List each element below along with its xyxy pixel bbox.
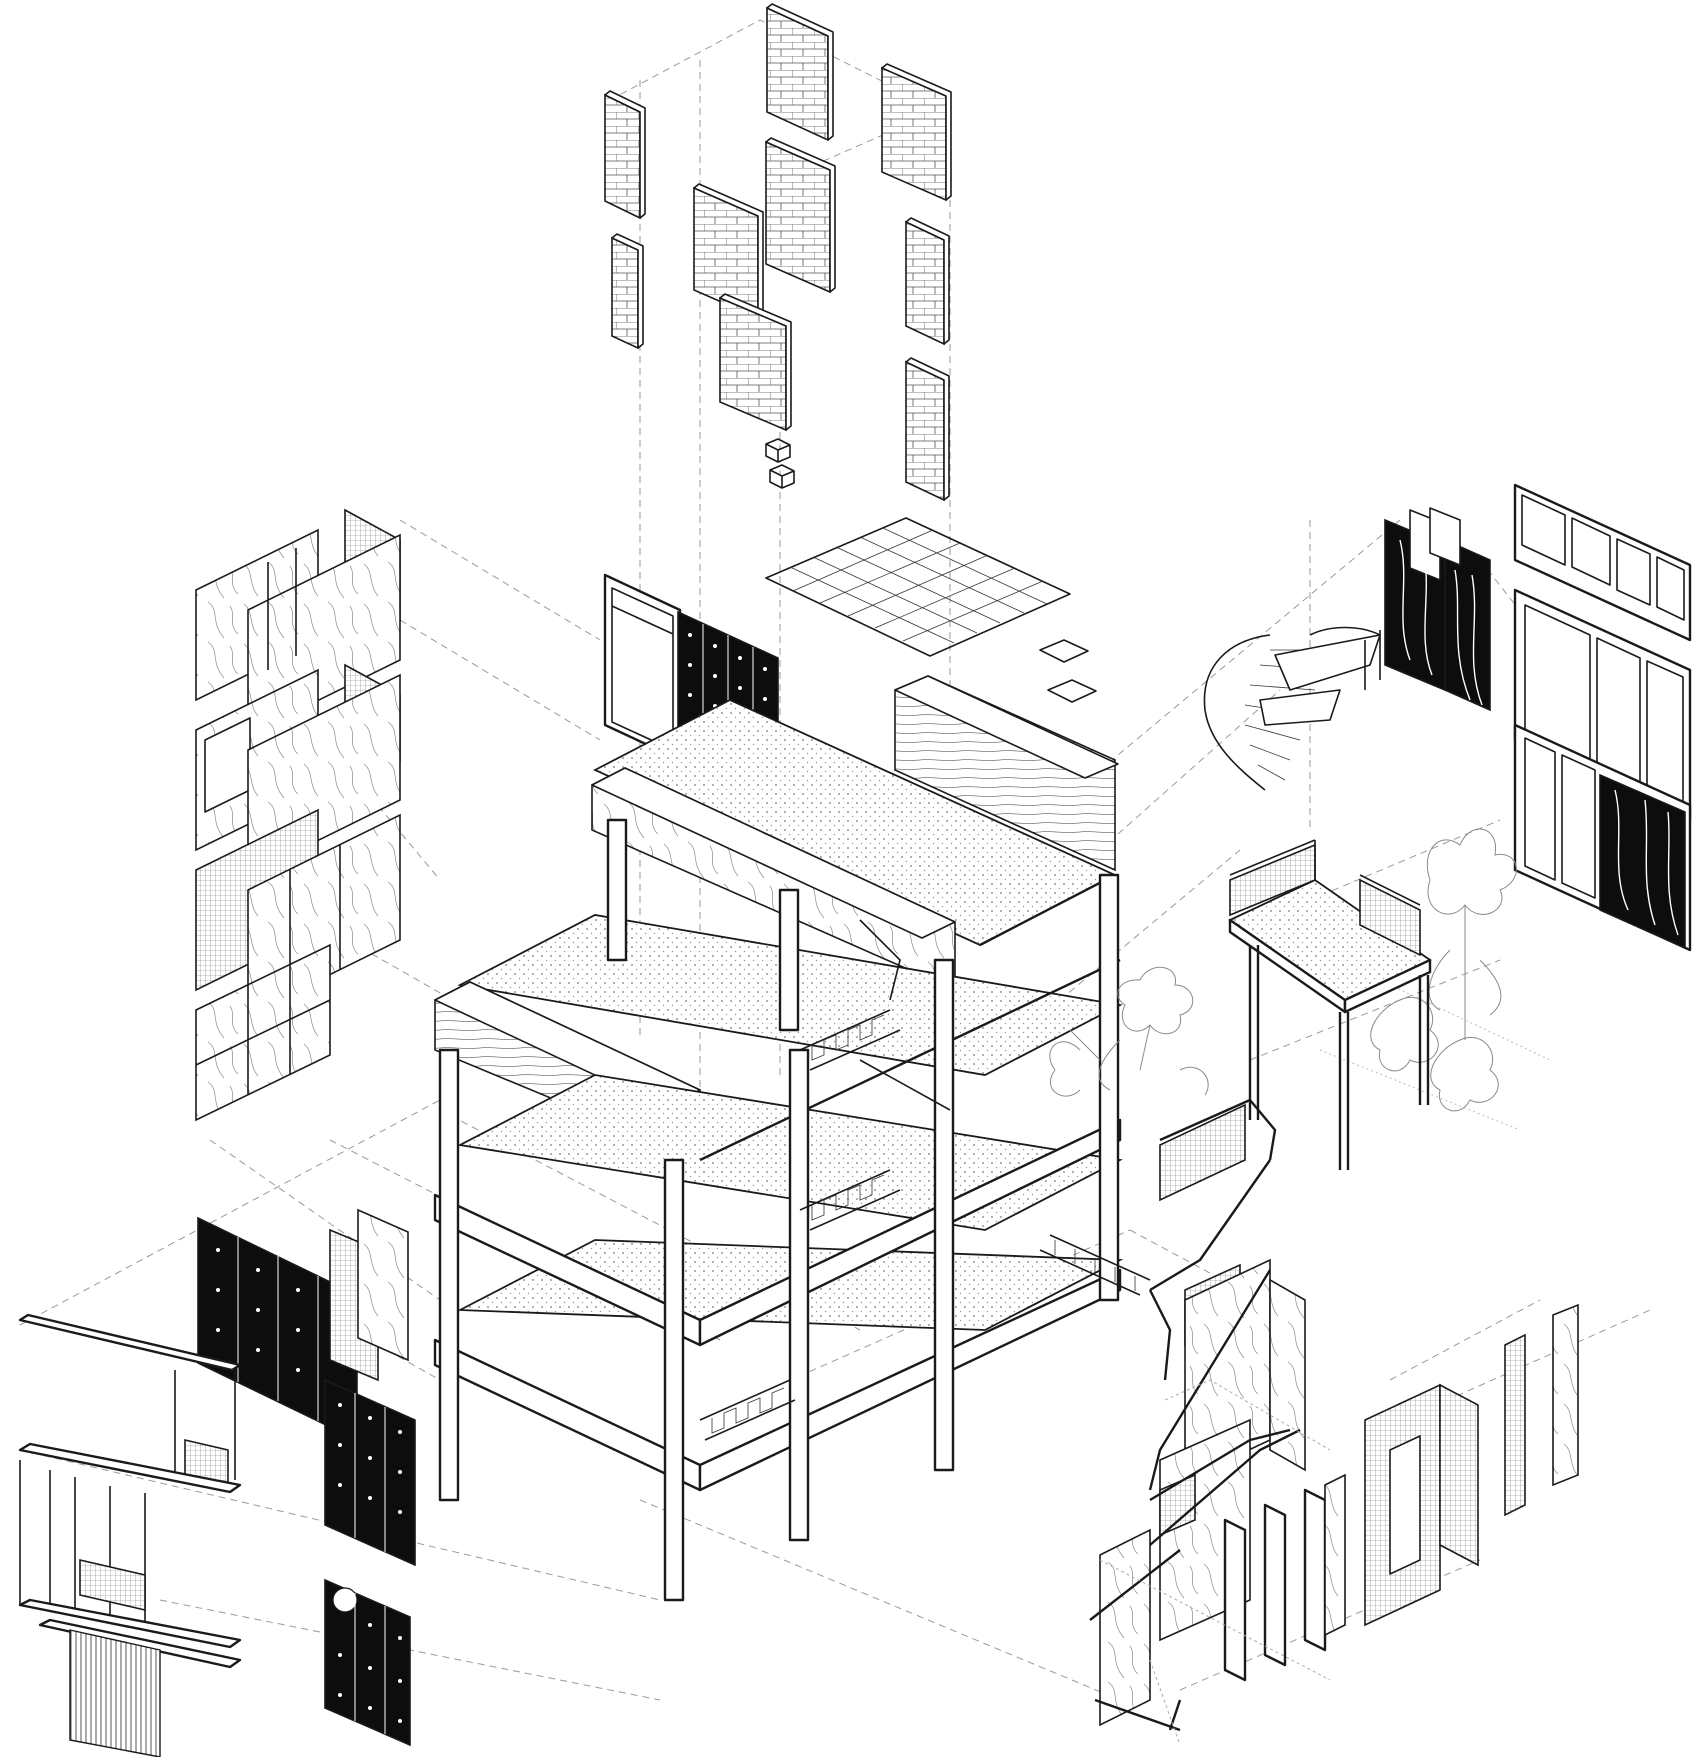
axonometric-frame-structure xyxy=(433,675,1151,1602)
interior-stair xyxy=(699,919,1151,1441)
brick-panel-icon xyxy=(905,357,950,502)
window-frame-icon xyxy=(1513,483,1692,642)
spiral-stair-icon xyxy=(1203,626,1381,791)
bottom-left-panels xyxy=(197,1208,416,1747)
plant-icon xyxy=(1049,828,1551,1131)
left-wall-assembly xyxy=(195,508,401,1122)
brick-panel-icon xyxy=(604,90,646,220)
window-frame-icon xyxy=(18,1313,242,1757)
brick-panel-icon xyxy=(719,293,792,432)
brick-panel-icon xyxy=(611,233,644,350)
brick-panel-icon xyxy=(765,137,836,294)
black-panel-icon xyxy=(324,1578,411,1747)
black-panel-icon xyxy=(1384,507,1491,712)
window-frame-icon xyxy=(1513,723,1692,952)
brick-panel-icon xyxy=(905,217,950,346)
exterior-stair-icon xyxy=(1089,1098,1346,1746)
balcony-deck-icon xyxy=(1228,839,1432,1170)
brick-panel-icon xyxy=(766,3,834,142)
black-panel-icon xyxy=(324,1378,416,1567)
brick-panels-group xyxy=(604,3,952,502)
wall-pieces-group xyxy=(1364,1303,1579,1627)
brick-panel-icon xyxy=(881,63,952,202)
ceiling-grid xyxy=(765,517,1097,703)
